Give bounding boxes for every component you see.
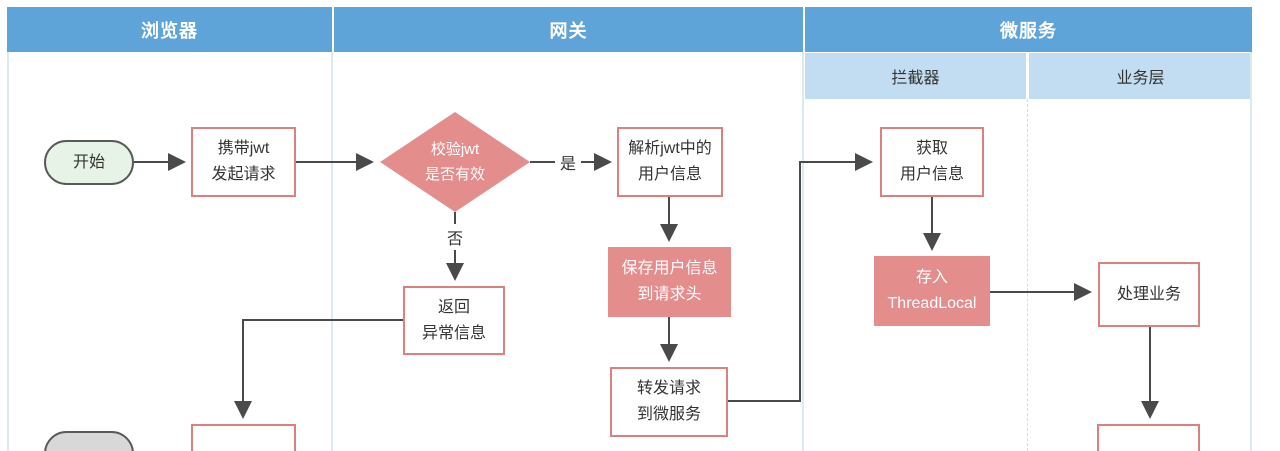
- node-get-user: 获取 用户信息: [880, 127, 984, 197]
- node-forward-line2: 到微服务: [636, 406, 701, 423]
- sublane-title-business: 业务层: [1116, 70, 1165, 87]
- sublane-divider-dashed: [1027, 99, 1028, 451]
- node-verify-jwt: 校验jwt 是否有效: [380, 112, 530, 212]
- node-verify-jwt-line2: 是否有效: [424, 166, 485, 183]
- lane-header-browser: 浏览器: [7, 7, 332, 52]
- sublane-title-interceptor: 拦截器: [891, 70, 940, 87]
- lane-title-gateway: 网关: [549, 20, 588, 41]
- node-carry-jwt: 携带jwt 发起请求: [191, 127, 296, 197]
- node-threadlocal: 存入 ThreadLocal: [874, 256, 990, 326]
- node-get-user-line2: 用户信息: [899, 166, 964, 183]
- node-verify-jwt-text: 校验jwt 是否有效: [425, 137, 485, 187]
- lane-border-left: [7, 52, 9, 451]
- node-handle-business: 处理业务: [1098, 262, 1200, 327]
- node-save-header-line1: 保存用户信息: [621, 260, 718, 277]
- node-return-error-line2: 异常信息: [421, 324, 486, 342]
- lane-border-right: [1250, 52, 1252, 451]
- node-parse-jwt: 解析jwt中的 用户信息: [617, 127, 723, 197]
- node-start: 开始: [44, 140, 134, 185]
- node-browser-result: [191, 424, 296, 451]
- node-carry-jwt-line1: 携带jwt: [217, 140, 270, 157]
- node-forward-line1: 转发请求: [636, 380, 701, 397]
- node-save-header-line2: 到请求头: [637, 286, 702, 303]
- node-business-next: [1097, 424, 1200, 451]
- node-threadlocal-line2: ThreadLocal: [887, 295, 977, 312]
- lane-header-gateway: 网关: [334, 7, 803, 52]
- lane-header-microservice: 微服务: [805, 7, 1252, 52]
- sublane-header-business: 业务层: [1029, 53, 1252, 99]
- node-get-user-line1: 获取: [915, 140, 948, 157]
- node-forward: 转发请求 到微服务: [610, 367, 728, 437]
- lane-title-browser: 浏览器: [141, 20, 198, 41]
- edge-label-no: 否: [442, 224, 468, 250]
- arrow-forward-to-getuser: [728, 153, 873, 402]
- lane-border-browser-gateway: [331, 52, 333, 451]
- node-end: [44, 431, 134, 451]
- arrow-return-to-browser: [234, 319, 403, 419]
- sublane-header-interceptor: 拦截器: [805, 53, 1026, 99]
- node-threadlocal-line1: 存入: [915, 269, 948, 286]
- edge-label-yes: 是: [555, 149, 581, 175]
- node-verify-jwt-line1: 校验jwt: [430, 141, 480, 158]
- node-parse-jwt-line1: 解析jwt中的: [628, 140, 712, 157]
- node-return-error-line1: 返回: [437, 298, 470, 316]
- node-handle-business-label: 处理业务: [1116, 285, 1181, 303]
- lane-border-gateway-microservice: [802, 52, 804, 451]
- node-save-header: 保存用户信息 到请求头: [608, 247, 731, 317]
- node-parse-jwt-line2: 用户信息: [637, 166, 702, 183]
- node-start-label: 开始: [72, 153, 105, 171]
- node-carry-jwt-line2: 发起请求: [211, 166, 276, 183]
- node-return-error: 返回 异常信息: [403, 286, 505, 355]
- lane-title-microservice: 微服务: [1000, 20, 1057, 41]
